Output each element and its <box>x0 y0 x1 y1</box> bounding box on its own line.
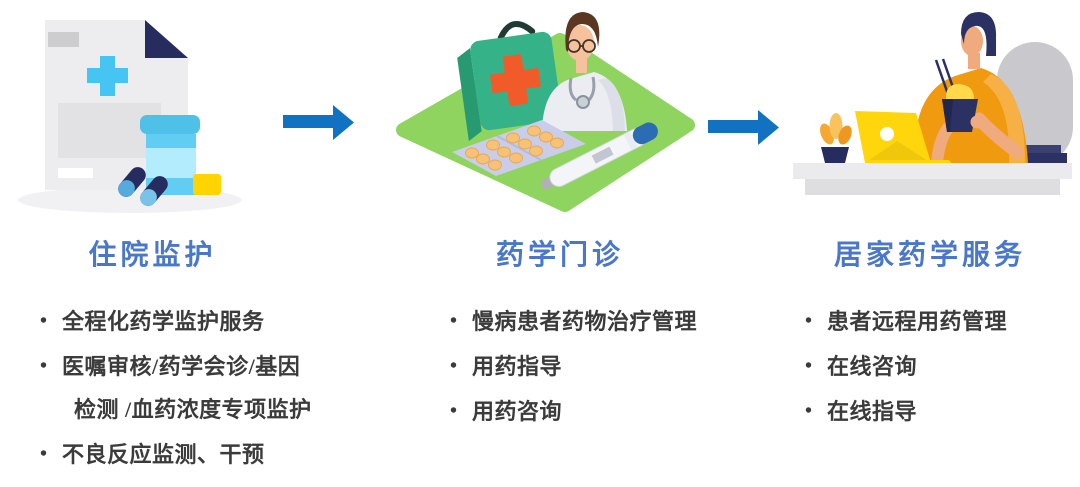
bullet-dot: • <box>805 310 813 332</box>
stage-title: 药学门诊 <box>495 240 624 271</box>
bullet-line: 慢病患者药物治疗管理 <box>472 309 698 334</box>
bullet-dot: • <box>40 443 48 465</box>
pharmacist-figure <box>542 12 627 131</box>
right-arrow-icon <box>283 105 354 140</box>
bullet-dot: • <box>40 355 48 377</box>
stage-column-inpatient: 住院监护 • 全程化药学监护服务 • 医嘱审核/药学会诊/基因 检测 /血药浓度… <box>0 230 311 478</box>
stage-column-home-service: 居家药学服务 • 患者远程用药管理 • 在线咨询 • 在线指导 <box>770 230 1080 435</box>
first-aid-cross-icon <box>490 54 541 106</box>
list-item: • 医嘱审核/药学会诊/基因 检测 /血药浓度专项监护 <box>40 345 311 431</box>
list-item: • 用药指导 <box>450 345 700 388</box>
potted-plant-icon <box>820 113 852 167</box>
list-item: • 不良反应监测、干预 <box>40 433 305 476</box>
bullet-dot: • <box>805 355 813 377</box>
takeout-box-icon <box>934 58 984 132</box>
pill-bottle-icon <box>140 115 200 195</box>
list-item: • 在线指导 <box>805 390 1080 433</box>
stethoscope-icon <box>568 76 596 109</box>
stage-title: 居家药学服务 <box>833 240 1026 271</box>
desk <box>793 163 1072 195</box>
medical-cross-icon <box>87 56 128 96</box>
first-aid-kit-icon <box>457 21 562 142</box>
right-arrow-icon <box>708 110 779 145</box>
list-item: • 慢病患者药物治疗管理 <box>450 300 700 343</box>
glasses-icon <box>567 39 596 53</box>
capsule-pills-icon <box>118 167 168 206</box>
bullet-line: 用药指导 <box>472 354 563 379</box>
bullet-line: 在线指导 <box>827 399 918 424</box>
list-item: • 在线咨询 <box>805 345 1080 388</box>
bullet-list: • 全程化药学监护服务 • 医嘱审核/药学会诊/基因 检测 /血药浓度专项监护 … <box>0 300 311 476</box>
bullet-line: 全程化药学监护服务 <box>62 309 265 334</box>
bullet-line: 不良反应监测、干预 <box>62 442 265 467</box>
thermometer-icon <box>540 122 658 190</box>
medicine-box-icon <box>193 174 221 195</box>
bullet-line: 检测 /血药浓度专项监护 <box>74 397 312 422</box>
bullet-line: 患者远程用药管理 <box>827 309 1008 334</box>
home-service-illustration <box>793 12 1073 195</box>
bullet-line: 医嘱审核/药学会诊/基因 <box>62 354 301 379</box>
inpatient-illustration <box>18 20 242 213</box>
bullet-line: 在线咨询 <box>827 354 918 379</box>
pill-blister-pack-icon <box>452 120 586 176</box>
bullet-list: • 慢病患者药物治疗管理 • 用药指导 • 用药咨询 <box>420 300 700 433</box>
bullet-list: • 患者远程用药管理 • 在线咨询 • 在线指导 <box>770 300 1080 433</box>
list-item: • 全程化药学监护服务 <box>40 300 305 343</box>
list-item: • 患者远程用药管理 <box>805 300 1080 343</box>
bullet-line: 用药咨询 <box>472 399 563 424</box>
hair <box>961 12 997 56</box>
pharmacy-clinic-illustration <box>396 12 695 212</box>
stage-title: 住院监护 <box>88 240 217 271</box>
bullet-dot: • <box>450 400 458 422</box>
laptop-icon <box>855 111 951 167</box>
list-item: • 用药咨询 <box>450 390 700 433</box>
folded-corner <box>145 20 188 58</box>
bullet-dot: • <box>450 310 458 332</box>
stage-column-pharmacy-clinic: 药学门诊 • 慢病患者药物治疗管理 • 用药指导 • 用药咨询 <box>420 230 700 435</box>
bullet-dot: • <box>40 310 48 332</box>
bullet-dot: • <box>450 355 458 377</box>
hair <box>565 12 600 52</box>
bullet-dot: • <box>805 400 813 422</box>
